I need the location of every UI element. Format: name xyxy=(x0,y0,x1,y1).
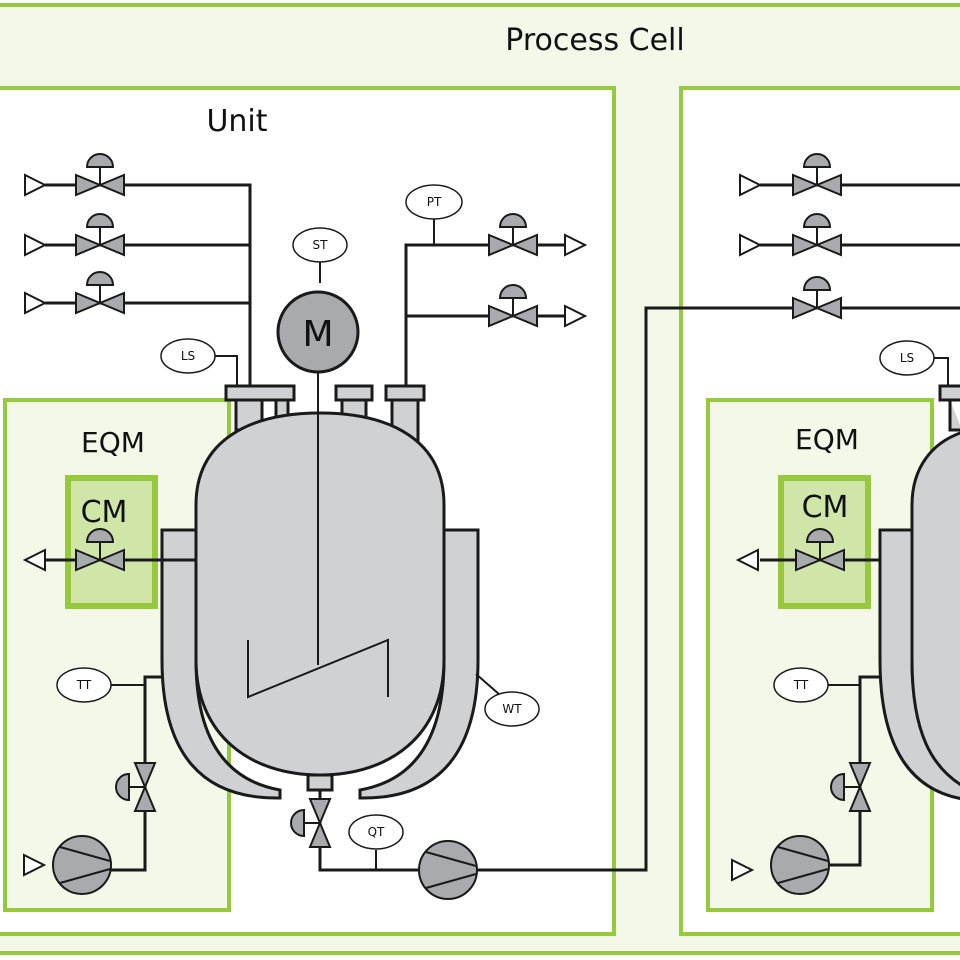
reactor-vessel-right xyxy=(910,431,960,787)
pt-label: PT xyxy=(427,195,442,209)
ls-label-right: LS xyxy=(900,351,914,365)
tt-label: TT xyxy=(76,678,92,692)
eqm-label-left: EQM xyxy=(81,426,145,459)
process-cell-label: Process Cell xyxy=(505,23,684,58)
st-instrument[interactable] xyxy=(292,227,348,263)
tt-label-right: TT xyxy=(793,678,809,692)
recirc-pump-right[interactable] xyxy=(770,835,830,895)
cm-label-right: CM xyxy=(802,490,849,525)
agitator xyxy=(247,400,389,699)
ls-signal-line-right xyxy=(934,357,949,390)
wt-instrument[interactable] xyxy=(484,691,540,727)
bottom-nozzle xyxy=(306,773,334,792)
ls-signal-line xyxy=(212,355,238,390)
pt-instrument[interactable] xyxy=(405,184,463,220)
unit-label: Unit xyxy=(206,104,267,139)
vessel-jacket-left xyxy=(160,528,282,800)
ls-instrument[interactable] xyxy=(160,338,216,374)
cm-label-left: CM xyxy=(81,495,128,530)
nozzle-right xyxy=(938,384,960,402)
reactor-vessel xyxy=(194,411,446,777)
wt-label: WT xyxy=(502,702,522,716)
wt-signal-line xyxy=(475,673,501,696)
qt-instrument[interactable] xyxy=(348,814,404,850)
motor-label: M xyxy=(302,314,333,355)
ls-instrument-right[interactable] xyxy=(879,340,935,376)
st-label: ST xyxy=(313,238,329,252)
transfer-pump[interactable] xyxy=(418,840,478,900)
nozzle-right-stem xyxy=(948,400,960,432)
ls-label: LS xyxy=(181,349,195,363)
tt-instrument-right[interactable] xyxy=(773,667,829,703)
recirc-pump-left[interactable] xyxy=(52,835,112,895)
eqm-label-right: EQM xyxy=(795,423,859,456)
qt-label: QT xyxy=(368,825,385,839)
vessel-jacket-right xyxy=(358,528,480,800)
tt-instrument[interactable] xyxy=(56,667,112,703)
